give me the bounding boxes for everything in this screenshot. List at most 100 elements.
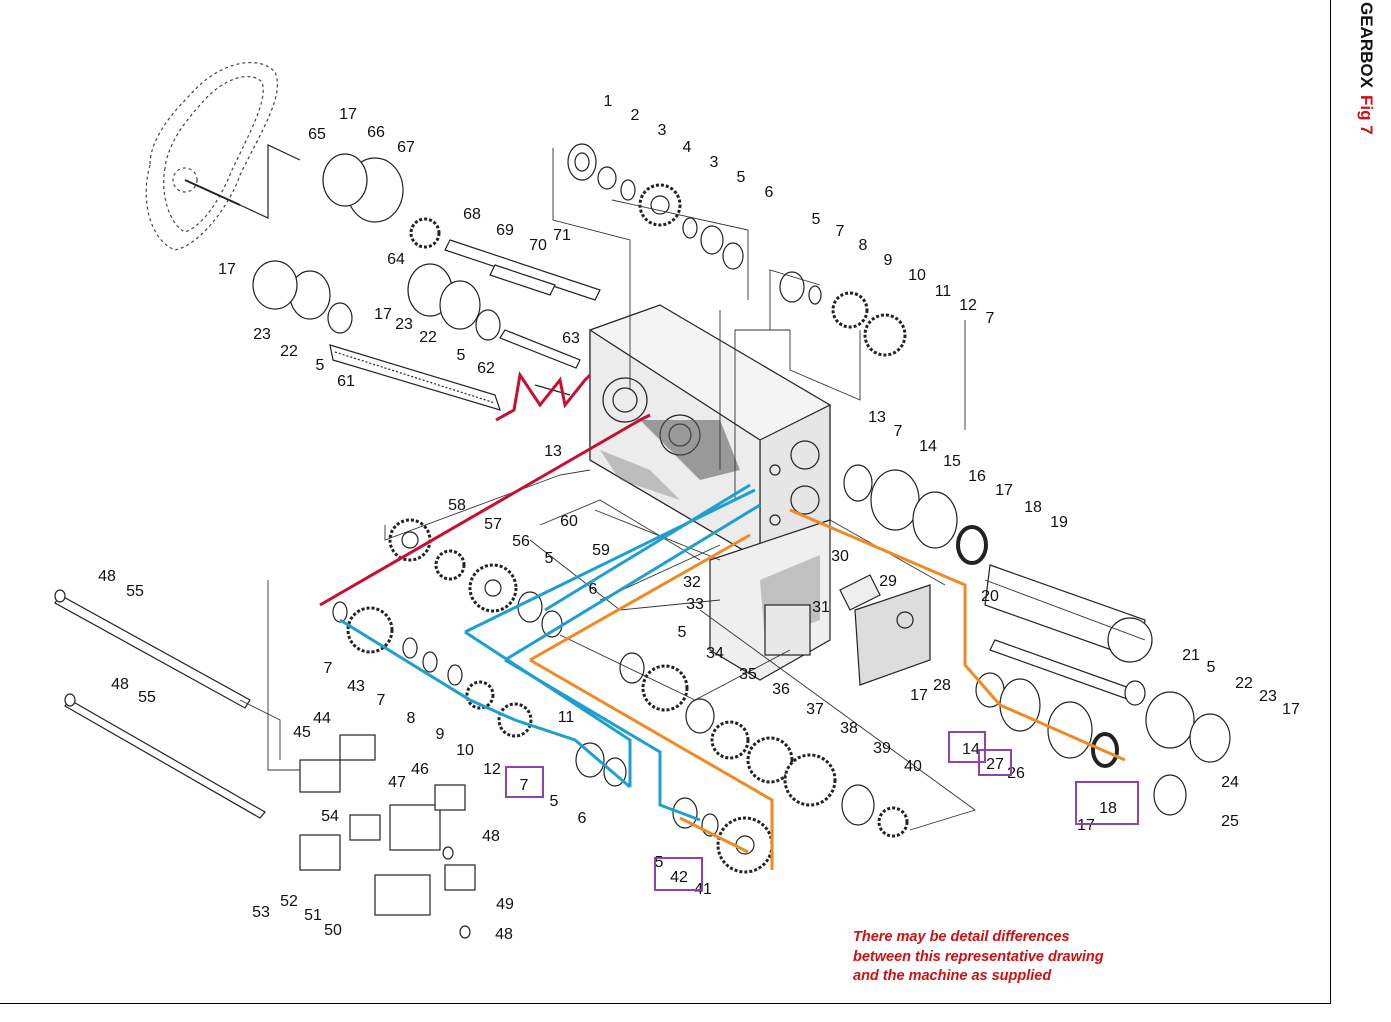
part-label: 13 [868, 409, 886, 426]
part-label: 47 [388, 774, 406, 791]
shafts [54, 239, 1153, 819]
part-label: 7 [377, 692, 386, 709]
part-label: 15 [943, 453, 961, 470]
part-label: 63 [562, 330, 580, 347]
highlighted-label: 14 [962, 741, 980, 758]
part-label: 5 [457, 347, 466, 364]
part-label: 23 [1259, 688, 1277, 705]
part-label: 6 [578, 810, 587, 827]
part-label: 37 [806, 701, 824, 718]
part-label: 9 [884, 252, 893, 269]
part-label: 33 [686, 596, 704, 613]
highlighted-parts: 7 42 14 27 18 [505, 731, 1139, 891]
part-label: 10 [456, 742, 474, 759]
svg-text:GEARBOXFig 7: GEARBOXFig 7 [1357, 2, 1376, 135]
part-label: 5 [678, 624, 687, 641]
part-label: 7 [836, 223, 845, 240]
fork-blocks [299, 734, 476, 916]
part-label: 48 [111, 676, 129, 693]
part-label: 3 [710, 154, 719, 171]
part-label: 17 [910, 687, 928, 704]
part-label: 26 [1007, 765, 1025, 782]
part-label: 23 [395, 316, 413, 333]
part-label: 41 [694, 881, 712, 898]
part-label: 5 [737, 169, 746, 186]
part-label: 6 [589, 581, 598, 598]
part-label: 17 [218, 261, 236, 278]
part-label: 45 [293, 724, 311, 741]
part-label: 57 [484, 516, 502, 533]
drive-path-blue [339, 483, 761, 822]
part-label: 10 [908, 267, 926, 284]
part-label: 21 [1182, 647, 1200, 664]
part-label: 64 [387, 251, 405, 268]
part-label: 71 [553, 227, 571, 244]
figure-frame [0, 0, 1331, 1004]
part-label: 31 [812, 599, 830, 616]
part-label: 59 [592, 542, 610, 559]
part-label: 7 [894, 423, 903, 440]
part-label: 58 [448, 497, 466, 514]
part-label: 2 [631, 107, 640, 124]
part-label: 61 [337, 373, 355, 390]
belt-pulley-drawing [145, 61, 278, 251]
part-label: 6 [765, 184, 774, 201]
part-label: 11 [558, 709, 575, 726]
note-line: between this representative drawing [853, 948, 1104, 965]
part-label: 46 [411, 761, 429, 778]
note-line: and the machine as supplied [853, 968, 1052, 984]
disclaimer-note: There may be detail differences between … [853, 928, 1173, 987]
highlighted-label: 27 [986, 756, 1004, 773]
part-label: 55 [126, 583, 144, 600]
note-line: There may be detail differences [853, 929, 1070, 945]
part-label: 60 [560, 513, 578, 530]
part-label: 23 [253, 326, 271, 343]
part-label: 17 [1282, 701, 1300, 718]
part-label: 12 [483, 761, 501, 778]
part-label: 5 [316, 357, 325, 374]
part-label: 25 [1221, 813, 1239, 830]
part-label: 48 [482, 828, 500, 845]
part-label: 65 [308, 126, 326, 143]
part-label: 28 [933, 677, 951, 694]
part-label: 7 [986, 310, 995, 327]
highlighted-label: 7 [520, 777, 529, 794]
part-label: 20 [981, 588, 999, 605]
part-label: 14 [919, 438, 937, 455]
part-label: 17 [339, 106, 357, 123]
highlighted-label: 42 [670, 869, 688, 886]
part-label: 49 [496, 896, 514, 913]
part-label: 67 [397, 139, 415, 156]
part-label: 17 [995, 482, 1013, 499]
drive-path-orange [529, 508, 1126, 870]
part-label: 40 [904, 758, 922, 775]
title-fig: Fig 7 [1357, 95, 1376, 135]
part-label: 36 [772, 681, 790, 698]
part-label: 22 [280, 343, 298, 360]
part-label: 5 [1207, 659, 1216, 676]
part-label: 43 [347, 678, 365, 695]
part-label: 4 [683, 139, 692, 156]
washers-bearings [54, 143, 1231, 939]
drive-path-red [319, 371, 651, 607]
part-label: 52 [280, 893, 298, 910]
part-label: 62 [477, 360, 495, 377]
gears [346, 183, 909, 874]
part-label: 9 [436, 726, 445, 743]
part-label: 44 [313, 710, 331, 727]
part-label: 12 [959, 297, 977, 314]
part-label: 18 [1024, 499, 1042, 516]
part-label: 16 [968, 468, 986, 485]
part-label: 55 [138, 689, 156, 706]
figure-title: GEARBOXFig 7 [1357, 2, 1376, 135]
part-label: 35 [739, 666, 757, 683]
part-label: 8 [859, 237, 868, 254]
part-label: 17 [374, 306, 392, 323]
part-label: 56 [512, 533, 530, 550]
part-label: 51 [304, 907, 322, 924]
part-label: 22 [1235, 675, 1253, 692]
part-label: 22 [419, 329, 437, 346]
part-label: 53 [252, 904, 270, 921]
part-label: 7 [324, 660, 333, 677]
part-label: 32 [683, 574, 701, 591]
